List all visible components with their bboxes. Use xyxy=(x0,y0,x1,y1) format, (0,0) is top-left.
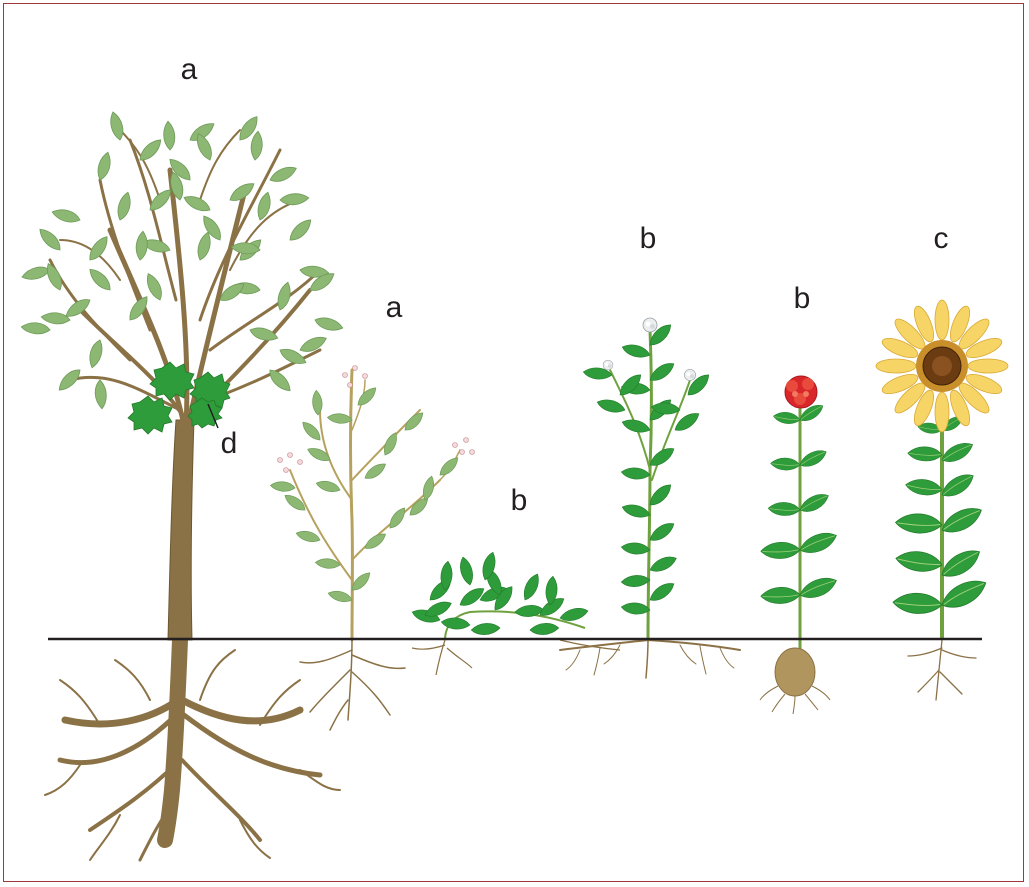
label-shrub: a xyxy=(386,291,403,324)
label-sunflower: c xyxy=(934,222,949,255)
herb-illustration xyxy=(560,318,740,678)
creeper-illustration xyxy=(411,551,620,675)
label-creeper: b xyxy=(511,484,528,517)
label-parasite: d xyxy=(221,427,238,460)
sunflower-head xyxy=(876,300,1008,432)
red-flower xyxy=(785,376,817,408)
bulb-plant-illustration xyxy=(760,376,839,714)
label-herb: b xyxy=(640,222,657,255)
shrub-illustration xyxy=(270,366,475,731)
label-tree: a xyxy=(181,53,198,86)
label-bulb-plant: b xyxy=(794,282,811,315)
tree-illustration xyxy=(21,112,344,860)
